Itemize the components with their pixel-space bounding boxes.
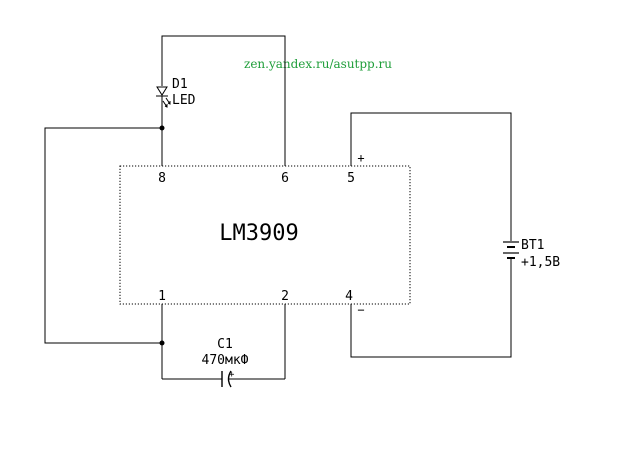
capacitor-polarity: + bbox=[229, 370, 235, 380]
junction-node-top bbox=[159, 125, 165, 131]
junction-node-bottom bbox=[159, 340, 165, 346]
pin-label-4: 4 bbox=[345, 289, 353, 304]
pin-label-2: 2 bbox=[281, 289, 289, 304]
ic-body bbox=[119, 165, 411, 305]
led-ref: D1 bbox=[172, 77, 188, 92]
polarity-minus: − bbox=[357, 303, 364, 317]
wire-left-loop bbox=[44, 127, 162, 344]
wire-pin5-battery bbox=[350, 112, 512, 241]
pin-label-8: 8 bbox=[158, 171, 166, 186]
capacitor-ref: C1 bbox=[217, 337, 233, 352]
watermark-text: zen.yandex.ru/asutpp.ru bbox=[244, 57, 392, 71]
led-symbol bbox=[156, 86, 171, 108]
pin-label-1: 1 bbox=[158, 289, 166, 304]
led-value: LED bbox=[172, 93, 196, 108]
battery-value: +1,5B bbox=[521, 255, 560, 270]
wire-pin6-led bbox=[161, 35, 286, 166]
capacitor-value: 470мкФ bbox=[202, 353, 249, 368]
polarity-plus: + bbox=[357, 151, 364, 165]
battery-symbol bbox=[503, 241, 519, 263]
ic-name: LM3909 bbox=[219, 221, 298, 246]
battery-ref: BT1 bbox=[521, 238, 544, 253]
pin-label-6: 6 bbox=[281, 171, 289, 186]
capacitor-symbol bbox=[221, 370, 232, 388]
pin-label-5: 5 bbox=[347, 171, 355, 186]
wire-battery-pin4 bbox=[350, 263, 512, 358]
